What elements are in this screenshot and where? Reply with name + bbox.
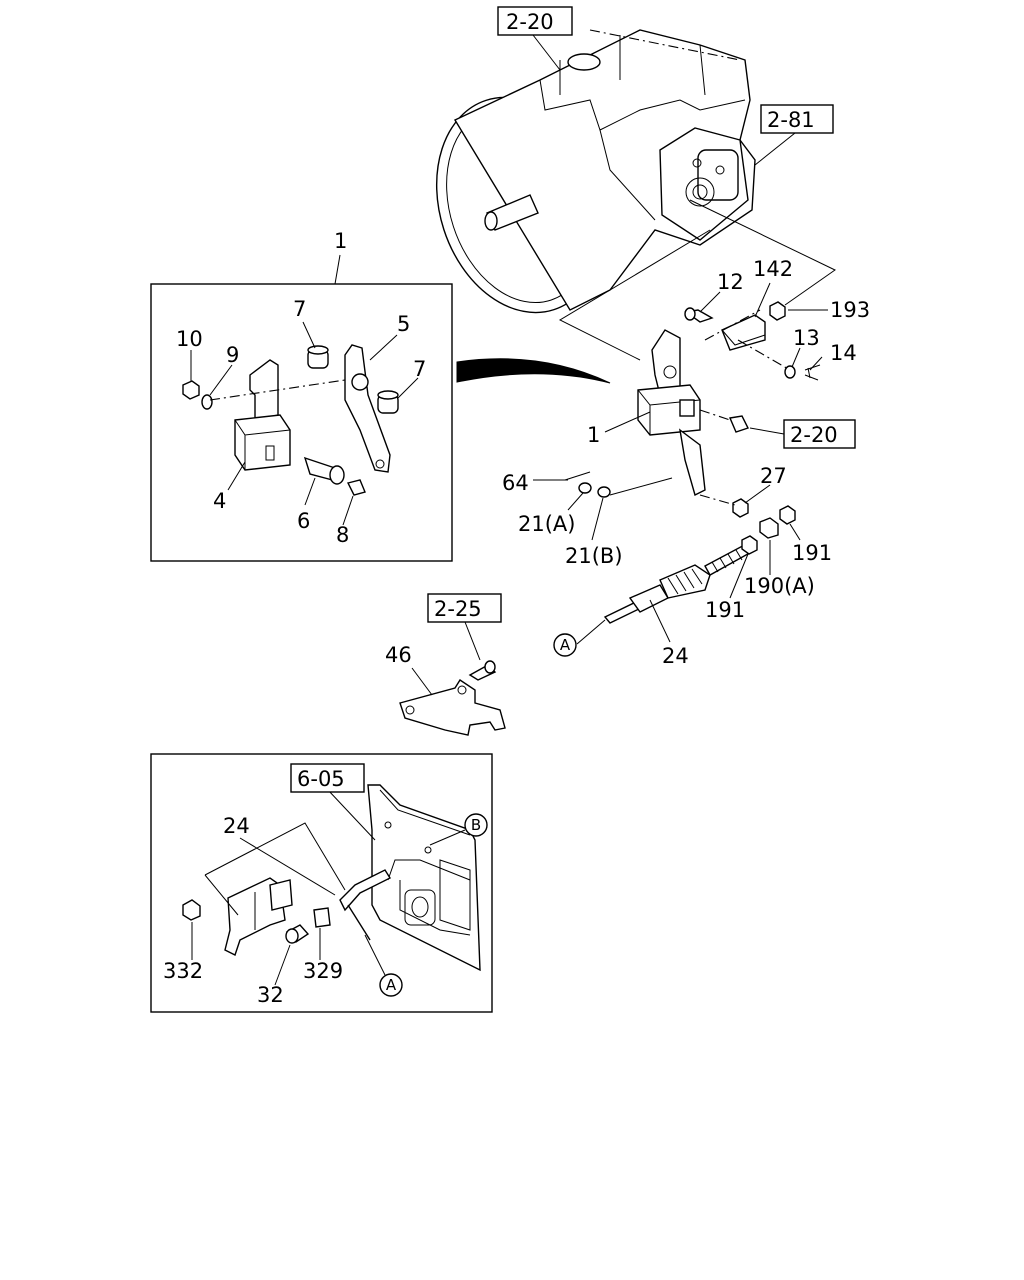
ref-6-05: 6-05	[297, 767, 345, 791]
marker-a-main: A	[560, 636, 571, 654]
main-bracket-assembly	[533, 282, 828, 541]
label-64: 64	[502, 471, 529, 495]
label-5: 5	[397, 312, 410, 336]
ref-2-20-mid: 2-20	[790, 423, 838, 447]
circle-marker-a-inset: A	[379, 973, 403, 997]
label-191-right: 191	[792, 541, 832, 565]
pointer-arrow	[456, 358, 611, 384]
label-12: 12	[717, 270, 744, 294]
label-1-mid: 1	[587, 423, 600, 447]
label-1-top: 1	[334, 229, 347, 253]
ref-2-25: 2-25	[434, 597, 482, 621]
bracket-46	[399, 621, 506, 736]
ref-box-2-20-top: 2-20	[497, 6, 573, 71]
label-21a: 21(A)	[518, 512, 575, 536]
label-193: 193	[830, 298, 870, 322]
label-332: 332	[163, 959, 203, 983]
inset-cab-mount	[150, 753, 493, 1013]
label-7a: 7	[293, 297, 306, 321]
marker-a-inset: A	[386, 976, 397, 994]
label-32: 32	[257, 983, 284, 1007]
label-142: 142	[753, 257, 793, 281]
label-24-inset: 24	[223, 814, 250, 838]
label-9: 9	[226, 343, 239, 367]
ref-box-2-25: 2-25	[427, 593, 502, 623]
label-8: 8	[336, 523, 349, 547]
ref-box-6-05: 6-05	[290, 763, 365, 793]
ref-2-81: 2-81	[767, 108, 815, 132]
part-labels: 1 10 9 7 5 7 4 6 8 12 142 193 13 14 1 64…	[163, 229, 870, 1007]
label-6: 6	[297, 509, 310, 533]
ref-2-20-top: 2-20	[506, 10, 554, 34]
transmission-assembly	[435, 29, 756, 314]
circle-marker-a-main: A	[553, 633, 577, 657]
cable-assembly	[576, 505, 801, 645]
ref-box-2-20-mid: 2-20	[749, 419, 856, 449]
ref-box-2-81: 2-81	[754, 104, 834, 166]
label-4: 4	[213, 489, 226, 513]
label-10: 10	[176, 327, 203, 351]
label-7b: 7	[413, 357, 426, 381]
label-329: 329	[303, 959, 343, 983]
label-27: 27	[760, 464, 787, 488]
label-24: 24	[662, 644, 689, 668]
circle-marker-b: B	[464, 813, 488, 837]
label-21b: 21(B)	[565, 544, 623, 568]
label-191-left: 191	[705, 598, 745, 622]
label-14: 14	[830, 341, 857, 365]
label-190a: 190(A)	[744, 574, 815, 598]
label-46: 46	[385, 643, 412, 667]
inset-bracket-detail	[150, 254, 453, 562]
marker-b: B	[471, 816, 481, 834]
label-13: 13	[793, 326, 820, 350]
